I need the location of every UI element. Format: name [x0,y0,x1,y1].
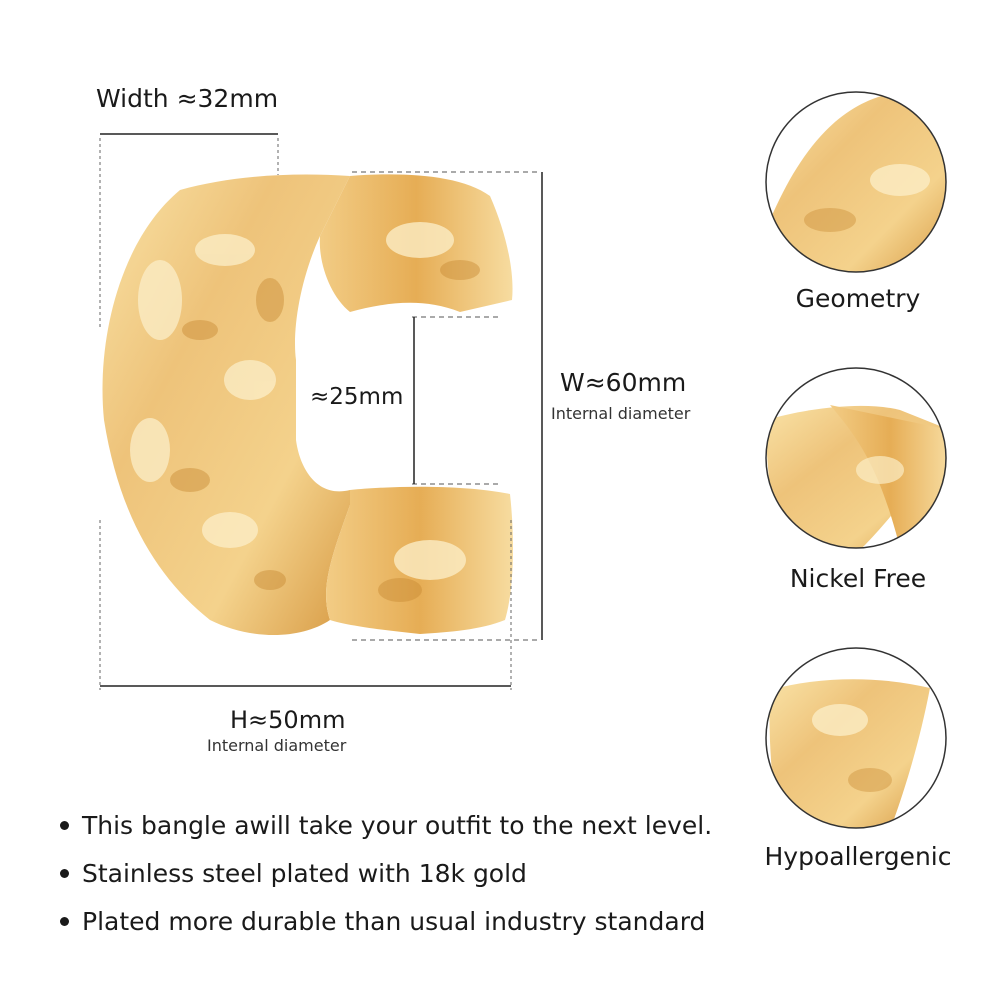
feature-geometry-image [765,91,947,273]
h-dimension-sublabel: Internal diameter [207,736,347,755]
w-dimension-label: W≈60mm [560,368,687,397]
w-dimension-sublabel: Internal diameter [551,404,691,423]
h-dimension-label: H≈50mm [230,706,346,734]
bullet-item: Plated more durable than usual industry … [60,904,712,952]
bullet-text: Plated more durable than usual industry … [82,907,706,936]
bullet-text: This bangle awill take your outfit to th… [82,811,713,840]
feature-nickel-free-image [765,367,947,549]
width-dimension-label: Width ≈32mm [96,84,279,113]
feature-label-hypoallergenic: Hypoallergenic [764,842,952,871]
bullet-item: This bangle awill take your outfit to th… [60,808,712,856]
feature-label-nickel-free: Nickel Free [789,564,927,593]
bullet-text: Stainless steel plated with 18k gold [82,859,527,888]
bullet-dot-icon [60,916,69,926]
gap-dimension-label: ≈25mm [310,384,404,410]
feature-hypoallergenic-image [765,647,947,829]
feature-label-geometry: Geometry [795,284,921,313]
feature-bullet-list: This bangle awill take your outfit to th… [60,808,712,952]
bullet-dot-icon [60,820,69,830]
dimension-lines [99,133,543,690]
bangle-image [102,174,513,635]
bullet-dot-icon [60,868,69,878]
bullet-item: Stainless steel plated with 18k gold [60,856,712,904]
